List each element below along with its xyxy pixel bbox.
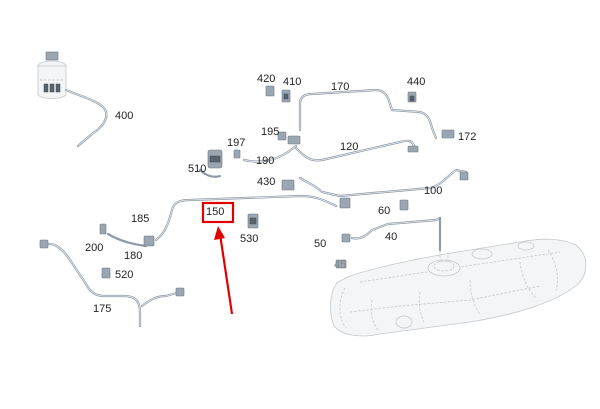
label-60: 60 [378,205,390,217]
label-185: 185 [131,213,149,225]
label-410: 410 [283,76,301,88]
label-190: 190 [256,155,274,167]
label-45: 45 [334,259,346,271]
part-100-line [281,168,469,209]
label-120: 120 [340,141,358,153]
part-170-line [265,85,455,140]
label-420: 420 [257,73,275,85]
parts-197-195-510-190 [198,131,298,178]
label-172: 172 [458,131,476,143]
label-400: 400 [115,110,133,122]
label-197: 197 [227,137,245,149]
label-170: 170 [331,81,349,93]
label-50: 50 [314,238,326,250]
label-195: 195 [261,126,279,138]
label-180: 180 [124,250,142,262]
highlight-box [201,201,235,224]
label-530: 530 [240,233,258,245]
label-520: 520 [115,269,133,281]
label-510: 510 [188,163,206,175]
label-430: 430 [257,176,275,188]
label-40: 40 [385,231,397,243]
part-150-line [99,194,338,248]
part-175-line [39,239,185,328]
label-440: 440 [407,76,425,88]
part-400-module [37,51,108,148]
part-40-line [335,199,442,269]
fuel-tank-ghost [330,238,587,337]
label-200: 200 [85,242,103,254]
label-175: 175 [93,303,111,315]
label-150: 150 [206,206,224,218]
part-120-line [287,135,419,162]
arrow-up-icon [214,226,234,315]
label-100: 100 [424,185,442,197]
part-labels: 400 420 410 170 440 197 195 172 510 190 … [85,73,476,315]
